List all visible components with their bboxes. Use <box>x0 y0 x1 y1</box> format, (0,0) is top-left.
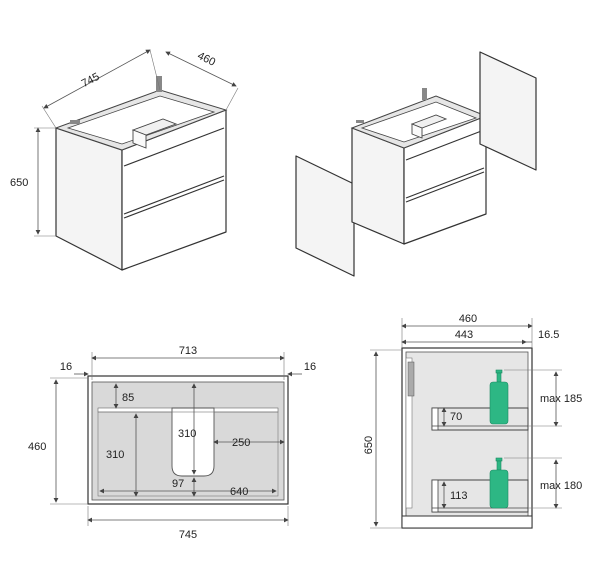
plan-cutout-depth-label: 310 <box>178 428 196 440</box>
plumbing-cutout <box>171 407 215 477</box>
plan-overall-width-label: 745 <box>179 529 197 541</box>
section-overall-depth-label: 460 <box>459 313 477 325</box>
section-inner-depth-label: 443 <box>455 329 473 341</box>
plan-cutout-width-label: 97 <box>172 478 184 490</box>
section-lower-shelf-label: 113 <box>450 490 468 502</box>
wall-bracket-icon <box>356 120 364 123</box>
cabinet-side-panel <box>55 127 123 271</box>
iso-height-label: 650 <box>10 177 28 189</box>
iso-depth-label: 460 <box>195 50 217 69</box>
iso-cabinet-exploded <box>295 51 537 277</box>
plan-back-gap-label: 85 <box>122 392 134 404</box>
section-upper-max-label: max 185 <box>540 393 582 405</box>
bottle-icon <box>489 369 509 425</box>
iso-width-label: 745 <box>80 71 102 90</box>
wall-bracket-icon <box>70 120 80 124</box>
plan-inner-width-label: 713 <box>179 345 197 357</box>
bracket-icon <box>407 361 415 397</box>
section-dimensions: 460 443 16.5 650 70 max 185 113 max 180 <box>363 313 582 529</box>
bottle-icon <box>489 457 509 509</box>
section-height-label: 650 <box>363 436 375 454</box>
plan-drawer-width-label: 640 <box>230 486 248 498</box>
plan-view <box>87 375 289 505</box>
loose-side-panel-right <box>479 51 537 171</box>
plan-inner-depth-label: 310 <box>106 449 124 461</box>
section-view <box>401 347 533 529</box>
section-panel-label: 16.5 <box>538 329 559 341</box>
iso-cabinet-assembled <box>54 76 228 271</box>
wall-bracket-icon <box>156 76 162 92</box>
plan-depth-label: 460 <box>28 441 46 453</box>
plan-left-side-label: 16 <box>60 361 72 373</box>
plan-cutout-right-label: 250 <box>232 437 250 449</box>
section-upper-shelf-label: 70 <box>450 411 462 423</box>
loose-side-panel-left <box>295 155 355 277</box>
plan-dimensions: 713 16 16 460 85 310 310 250 97 640 745 <box>28 345 316 541</box>
plan-right-side-label: 16 <box>304 361 316 373</box>
iso-dimensions: 745 460 650 <box>10 49 239 237</box>
section-lower-max-label: max 180 <box>540 480 582 492</box>
wall-bracket-icon <box>422 88 427 100</box>
